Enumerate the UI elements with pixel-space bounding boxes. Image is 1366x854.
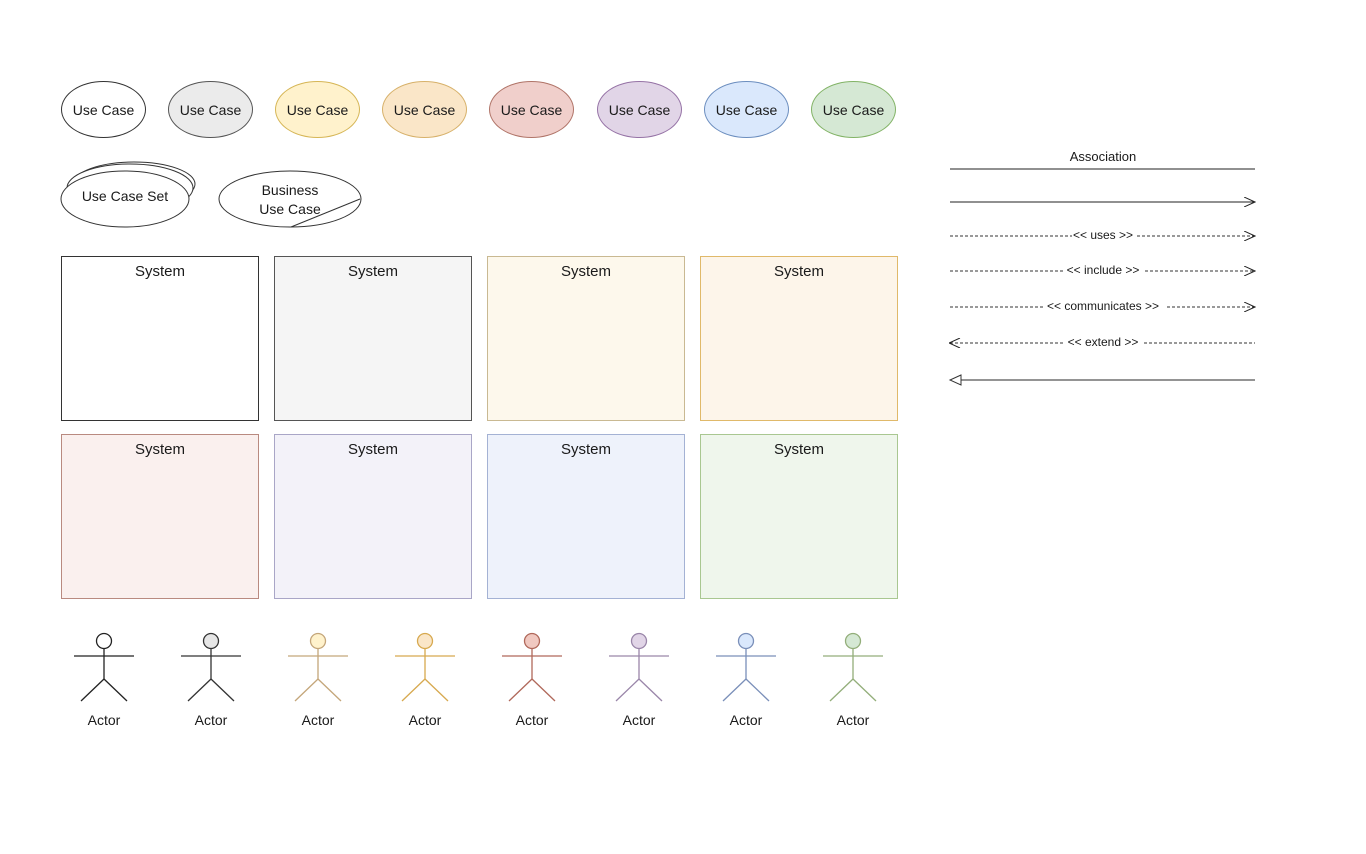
system-boundary[interactable]: System	[61, 434, 259, 599]
system-boundary[interactable]: System	[274, 434, 472, 599]
system-boundary[interactable]: System	[700, 256, 898, 421]
system-title: System	[560, 441, 611, 458]
stick-figure-icon	[395, 632, 455, 702]
stick-figure-icon	[181, 632, 241, 702]
system-title: System	[773, 263, 824, 280]
use-case-ellipse[interactable]: Use Case	[597, 81, 682, 138]
stick-figure-icon	[502, 632, 562, 702]
actor[interactable]: Actor	[497, 632, 567, 742]
stick-figure-icon	[288, 632, 348, 702]
use-case-label: Use Case	[393, 101, 456, 118]
use-case-ellipse[interactable]: Use Case	[61, 81, 146, 138]
hollow-triangle-arrowhead-icon	[948, 374, 962, 386]
actor[interactable]: Actor	[604, 632, 674, 742]
actor-label: Actor	[729, 712, 763, 728]
use-case-label: Use Case	[179, 101, 242, 118]
actor-label: Actor	[301, 712, 335, 728]
association-label: Association	[1069, 149, 1137, 164]
system-title: System	[134, 263, 185, 280]
business-use-case-label: Business Use Case	[219, 181, 361, 219]
use-case-label: Use Case	[822, 101, 885, 118]
actor-label: Actor	[87, 712, 121, 728]
actor[interactable]: Actor	[69, 632, 139, 742]
use-case-label: Use Case	[286, 101, 349, 118]
system-title: System	[560, 263, 611, 280]
use-case-label: Use Case	[500, 101, 563, 118]
stick-figure-icon	[609, 632, 669, 702]
actor[interactable]: Actor	[390, 632, 460, 742]
system-boundary[interactable]: System	[487, 256, 685, 421]
actor-label: Actor	[194, 712, 228, 728]
actor[interactable]: Actor	[283, 632, 353, 742]
include-label: << include >>	[1066, 263, 1140, 277]
connectors-panel	[948, 168, 1270, 386]
actor-label: Actor	[836, 712, 870, 728]
use-case-label: Use Case	[715, 101, 778, 118]
stick-figure-icon	[74, 632, 134, 702]
use-case-label: Use Case	[72, 101, 135, 118]
system-boundary[interactable]: System	[700, 434, 898, 599]
use-case-set[interactable]	[60, 161, 196, 228]
use-case-ellipse[interactable]: Use Case	[168, 81, 253, 138]
use-case-ellipse[interactable]: Use Case	[704, 81, 789, 138]
business-use-case-line2: Use Case	[259, 201, 321, 217]
use-case-set-label: Use Case Set	[81, 188, 169, 204]
stick-figure-icon	[823, 632, 883, 702]
business-use-case-line1: Business	[261, 182, 319, 198]
use-case-ellipse[interactable]: Use Case	[811, 81, 896, 138]
business-use-case[interactable]	[218, 170, 362, 228]
system-boundary[interactable]: System	[487, 434, 685, 599]
generalization-connector[interactable]	[948, 374, 1255, 386]
actor[interactable]: Actor	[711, 632, 781, 742]
actor[interactable]: Actor	[176, 632, 246, 742]
system-title: System	[347, 441, 398, 458]
actor-label: Actor	[622, 712, 656, 728]
actor-label: Actor	[408, 712, 442, 728]
extend-label: << extend >>	[1067, 335, 1139, 349]
system-title: System	[134, 441, 185, 458]
system-title: System	[773, 441, 824, 458]
actor-label: Actor	[515, 712, 549, 728]
actor[interactable]: Actor	[818, 632, 888, 742]
stick-figure-icon	[716, 632, 776, 702]
communicates-label: << communicates >>	[1046, 299, 1160, 313]
system-boundary[interactable]: System	[274, 256, 472, 421]
use-case-ellipse[interactable]: Use Case	[275, 81, 360, 138]
uses-label: << uses >>	[1072, 228, 1134, 242]
use-case-ellipse[interactable]: Use Case	[382, 81, 467, 138]
system-boundary[interactable]: System	[61, 256, 259, 421]
use-case-label: Use Case	[608, 101, 671, 118]
use-case-ellipse[interactable]: Use Case	[489, 81, 574, 138]
special-use-cases	[60, 161, 362, 228]
system-title: System	[347, 263, 398, 280]
